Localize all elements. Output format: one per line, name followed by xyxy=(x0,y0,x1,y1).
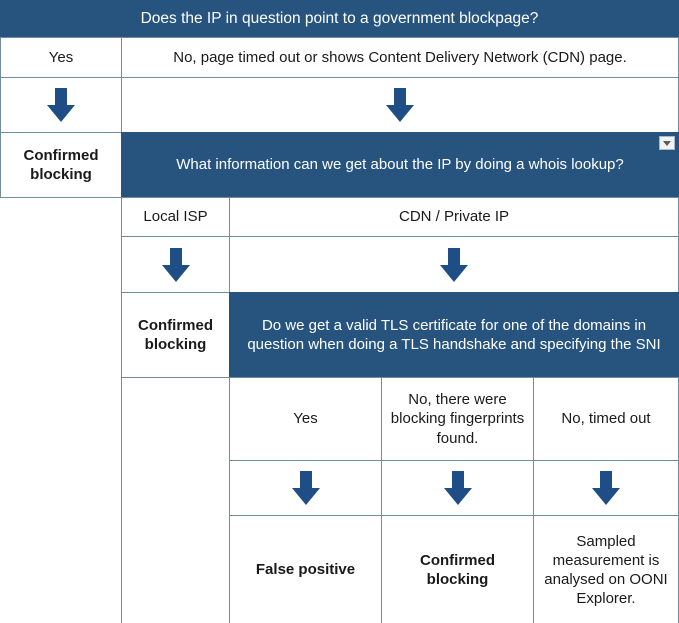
cell-yes-blockpage: Yes xyxy=(0,37,122,78)
cell-outcome-sampled-ooni-explorer: Sampled measurement is analysed on OONI … xyxy=(533,515,679,623)
cell-confirmed-blocking-level2: Confirmed blocking xyxy=(121,292,230,378)
band-whois-lookup: What information can we get about the IP… xyxy=(121,132,679,198)
cell-outcome-false-positive: False positive xyxy=(229,515,382,623)
down-arrow-icon xyxy=(386,88,414,122)
cell-cdn-private-ip: CDN / Private IP xyxy=(229,197,679,237)
cell-no-timed-out-cdn: No, page timed out or shows Content Deli… xyxy=(121,37,679,78)
arrow-cell-right-row1 xyxy=(121,77,679,133)
cell-tls-blocking-fingerprints: No, there were blocking fingerprints fou… xyxy=(381,377,534,461)
divider-column-2 xyxy=(229,377,230,623)
cell-tls-timed-out: No, timed out xyxy=(533,377,679,461)
arrow-cell-left-row1 xyxy=(0,77,122,133)
cell-local-isp: Local ISP xyxy=(121,197,230,237)
band-tls-certificate: Do we get a valid TLS certificate for on… xyxy=(229,292,679,378)
arrow-cell-cdn-private-ip xyxy=(229,236,679,293)
cell-outcome-confirmed-blocking: Confirmed blocking xyxy=(381,515,534,623)
down-arrow-icon xyxy=(443,471,472,505)
header-band-government-blockpage: Does the IP in question point to a gover… xyxy=(0,0,679,37)
down-arrow-icon xyxy=(291,471,320,505)
divider-column-1 xyxy=(121,197,122,623)
down-arrow-icon xyxy=(47,88,75,122)
chevron-down-icon xyxy=(663,140,671,146)
arrow-cell-tls-timed-out xyxy=(533,460,679,516)
down-arrow-icon xyxy=(592,471,620,505)
arrow-cell-tls-fingerprints xyxy=(381,460,534,516)
down-arrow-icon xyxy=(161,247,190,282)
chevron-down-icon-button[interactable] xyxy=(659,136,675,150)
arrow-cell-local-isp xyxy=(121,236,230,293)
cell-tls-yes: Yes xyxy=(229,377,382,461)
cell-confirmed-blocking-level1: Confirmed blocking xyxy=(0,132,122,198)
down-arrow-icon xyxy=(440,247,468,282)
arrow-cell-tls-yes xyxy=(229,460,382,516)
